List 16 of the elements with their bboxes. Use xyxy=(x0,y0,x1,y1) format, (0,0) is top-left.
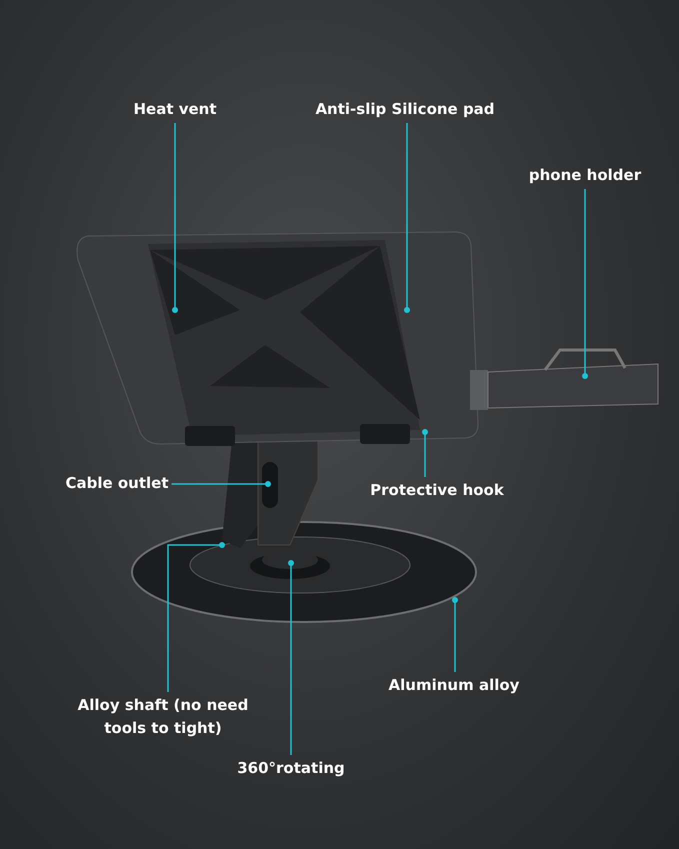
leader-line xyxy=(582,189,588,379)
leader-line xyxy=(172,481,271,487)
callout-label: Protective hook xyxy=(370,479,504,502)
leader-line xyxy=(167,542,225,692)
leader-line xyxy=(288,560,294,755)
leader-line xyxy=(404,123,410,313)
callout-label: Alloy shaft (no need tools to tight) xyxy=(58,694,268,740)
callout-label: Aluminum alloy xyxy=(388,674,520,697)
callout-label: Anti-slip Silicone pad xyxy=(315,98,495,121)
callout-label: 360°rotating xyxy=(237,757,345,780)
leader-line xyxy=(172,123,178,313)
callout-label: Heat vent xyxy=(133,98,217,121)
callout-label: phone holder xyxy=(528,164,642,187)
leader-line xyxy=(422,429,428,477)
callout-label: Cable outlet xyxy=(65,472,169,495)
leader-line xyxy=(452,597,458,672)
